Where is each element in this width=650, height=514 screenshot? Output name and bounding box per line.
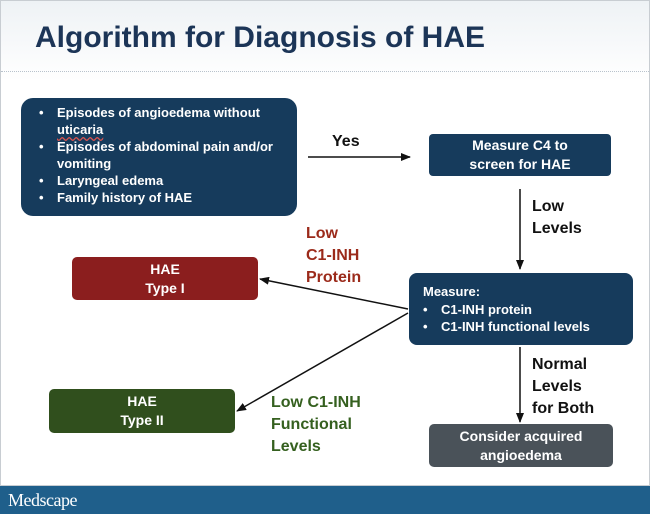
page-title: Algorithm for Diagnosis of HAE	[35, 21, 485, 54]
measure-item: C1-INH functional levels	[423, 318, 621, 335]
measure-heading: Measure:	[423, 284, 481, 299]
label-yes: Yes	[332, 133, 360, 150]
symptom-item: Episodes of abdominal pain and/or vomiti…	[39, 138, 287, 172]
label-low-functional-line2: Functional	[271, 416, 352, 433]
measure-list: C1-INH protein C1-INH functional levels	[423, 301, 621, 335]
hae-type1-line2: Type I	[145, 279, 185, 296]
label-low-protein-line1: Low	[306, 225, 338, 242]
label-normal-both-line2: Levels	[532, 378, 582, 395]
label-low-levels-line2: Levels	[532, 220, 582, 237]
label-low-protein-line2: C1-INH	[306, 247, 360, 264]
connector-arrows	[236, 153, 524, 423]
arrow-low-functional	[236, 312, 409, 412]
label-low-protein: Low C1-INH Protein	[306, 223, 361, 289]
hae-type2-line1: HAE	[127, 393, 157, 409]
measure-c4-line2: screen for HAE	[469, 156, 571, 172]
measure-c4-box: Measure C4 to screen for HAE	[429, 134, 611, 176]
label-normal-both-line3: for Both	[532, 400, 595, 417]
measure-c4-line1: Measure C4 to	[472, 137, 568, 153]
footer-bar: Medscape	[0, 486, 650, 514]
symptom-item: Laryngeal edema	[39, 172, 287, 189]
hae-type1-line1: HAE	[150, 260, 180, 277]
label-normal-both: Normal Levels for Both	[532, 354, 594, 420]
hae-type1-box: HAE Type I	[72, 257, 258, 300]
label-normal-both-line1: Normal	[532, 356, 588, 373]
hae-type2-line2: Type II	[120, 412, 164, 428]
acquired-angioedema-box: Consider acquired angioedema	[429, 424, 613, 467]
label-low-functional-line3: Levels	[271, 438, 321, 455]
slide: Algorithm for Diagnosis of HAE Episodes …	[0, 0, 650, 486]
measure-c1inh-box: Measure: C1-INH protein C1-INH functiona…	[409, 273, 633, 345]
label-low-functional-line1: Low C1-INH	[271, 394, 361, 411]
label-low-functional: Low C1-INH Functional Levels	[271, 392, 361, 458]
title-divider	[1, 71, 650, 72]
acquired-line2: angioedema	[480, 446, 562, 463]
label-low-protein-line3: Protein	[306, 269, 362, 286]
label-low-levels: Low Levels	[532, 196, 582, 240]
measure-item: C1-INH protein	[423, 301, 621, 318]
acquired-line1: Consider acquired	[459, 427, 583, 444]
symptom-item: Episodes of angioedema without uticaria	[39, 104, 287, 138]
hae-type2-box: HAE Type II	[49, 389, 235, 433]
misspelled-word: uticaria	[57, 122, 104, 137]
symptoms-list: Episodes of angioedema without uticaria …	[39, 104, 287, 206]
symptoms-box: Episodes of angioedema without uticaria …	[21, 98, 297, 216]
medscape-logo: Medscape	[8, 490, 77, 510]
arrow-low-protein	[259, 276, 409, 310]
label-low-levels-line1: Low	[532, 198, 564, 215]
symptom-item: Family history of HAE	[39, 189, 287, 206]
